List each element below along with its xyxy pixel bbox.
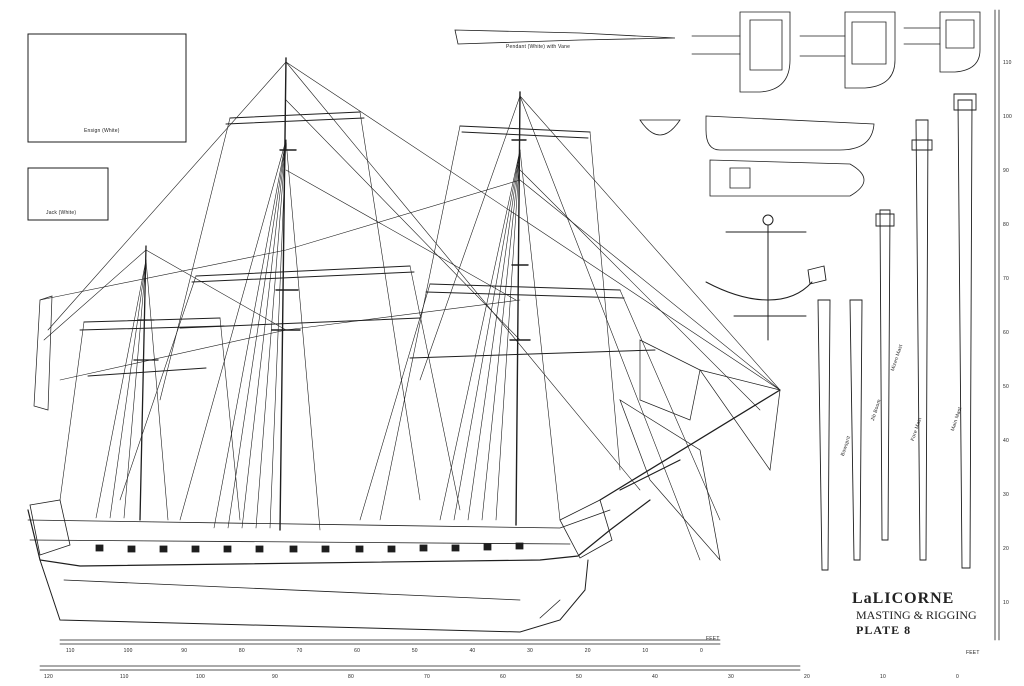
scale-top-tick: 70 <box>296 648 303 654</box>
scale-bottom-tick: 30 <box>728 674 734 680</box>
ensign-box <box>27 33 187 143</box>
feet-label-bottom: FEET <box>966 650 980 656</box>
scale-bottom-tick: 60 <box>500 674 506 680</box>
scale-bars <box>39 9 1000 671</box>
scale-bottom-tick: 50 <box>576 674 582 680</box>
scale-right-tick: 10 <box>1003 600 1009 606</box>
scale-top-tick: 10 <box>642 648 649 654</box>
scale-top-tick: 50 <box>411 648 418 654</box>
fore-mast <box>509 91 531 526</box>
scale-bottom-tick: 0 <box>956 674 959 680</box>
scale-right-tick: 70 <box>1003 276 1009 282</box>
scale-right-tick: 90 <box>1003 168 1009 174</box>
scale-right-tick: 50 <box>1003 384 1009 390</box>
scale-top-tick: 90 <box>181 648 188 654</box>
shrouds <box>95 139 561 531</box>
pendant-label: Pendant (White) with Vane <box>506 44 571 50</box>
title-block: LaLICORNE MASTING & RIGGING PLATE 8 <box>852 590 1002 638</box>
bowsprit <box>599 389 781 501</box>
scale-top-tick: 40 <box>469 648 476 654</box>
hull <box>27 499 651 633</box>
scale-top-tick: 30 <box>527 648 534 654</box>
scale-bottom-tick: 120 <box>44 674 53 680</box>
scale-right-tick: 110 <box>1003 60 1012 66</box>
scale-bottom-tick: 10 <box>880 674 886 680</box>
yards <box>79 111 656 377</box>
scale-top-tick: 110 <box>66 648 75 654</box>
scale-top-tick: 60 <box>354 648 361 654</box>
scale-right-tick: 80 <box>1003 222 1009 228</box>
scale-right-tick: 100 <box>1003 114 1012 120</box>
mizzen-mast <box>133 245 159 521</box>
scale-bottom-tick: 110 <box>120 674 129 680</box>
scale-top-tick: 80 <box>238 648 245 654</box>
scale-bottom-tick: 70 <box>424 674 430 680</box>
scale-top-tick: 0 <box>700 648 703 654</box>
jack-box <box>27 167 109 221</box>
stays <box>39 61 781 561</box>
scale-bottom-tick: 100 <box>196 674 205 680</box>
ensign-label: Ensign (White) <box>84 128 120 134</box>
scale-right-tick: 20 <box>1003 546 1009 552</box>
pendant-flag <box>454 29 676 45</box>
gun-ports <box>95 542 524 553</box>
scale-right-tick: 40 <box>1003 438 1009 444</box>
feet-label-top: FEET <box>706 636 720 642</box>
scale-bottom-tick: 40 <box>652 674 658 680</box>
scale-top-tick: 20 <box>584 648 591 654</box>
spars <box>807 93 977 571</box>
anchor <box>705 214 813 341</box>
scale-bottom-tick: 90 <box>272 674 278 680</box>
boats <box>639 115 875 197</box>
scale-right-tick: 30 <box>1003 492 1009 498</box>
ship-name: LaLICORNE <box>852 590 955 607</box>
scale-bottom-tick: 80 <box>348 674 354 680</box>
scale-top-tick: 100 <box>123 648 133 654</box>
main-mast <box>271 57 301 531</box>
plate-number: PLATE 8 <box>856 623 912 637</box>
jack-label: Jack (White) <box>46 210 77 216</box>
stern-details <box>691 11 981 93</box>
scale-right-tick: 60 <box>1003 330 1009 336</box>
scale-bottom-tick: 20 <box>804 674 810 680</box>
plate-subtitle: MASTING & RIGGING <box>856 608 977 622</box>
sails <box>33 295 781 562</box>
